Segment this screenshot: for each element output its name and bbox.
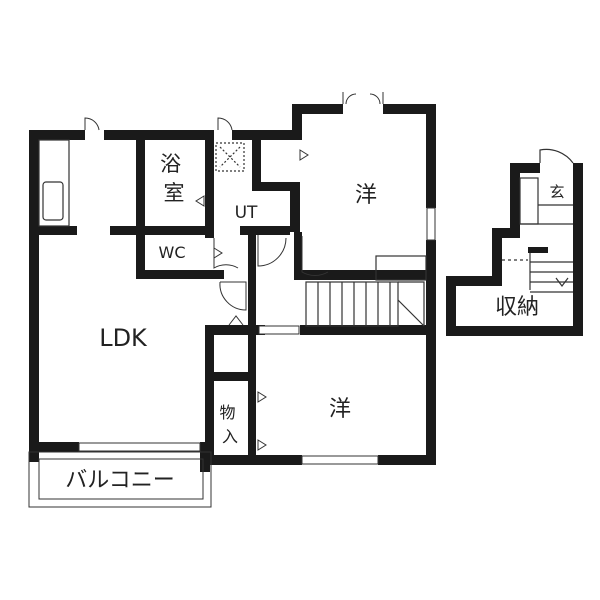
room-label-ldk: LDK	[99, 324, 148, 352]
room-label-storage: 収納	[495, 295, 539, 320]
entrance-unit-walls	[446, 163, 583, 336]
room-label-bath: 浴 室	[160, 152, 188, 205]
door-swings	[84, 92, 384, 326]
room-label-balcony: バルコニー	[65, 468, 175, 493]
room-label-storage-closet: 物 入	[219, 403, 240, 446]
balcony	[28, 451, 212, 508]
room-label-western-upper: 洋	[355, 183, 377, 208]
entrance-fixtures	[502, 148, 574, 293]
sliding-markers	[195, 149, 309, 451]
windows	[78, 207, 436, 465]
room-label-western-lower: 洋	[329, 397, 351, 422]
room-label-bath-1: 浴	[160, 152, 181, 176]
room-label-bath-2: 室	[164, 181, 185, 205]
room-label-storage-closet-1: 物	[219, 403, 235, 422]
room-label-storage-closet-2: 入	[222, 427, 238, 446]
fixtures	[38, 139, 427, 327]
room-label-entrance: 玄	[549, 183, 564, 201]
room-label-wc: WC	[159, 243, 186, 262]
room-label-ut: UT	[235, 203, 258, 223]
main-unit-walls	[29, 104, 436, 472]
